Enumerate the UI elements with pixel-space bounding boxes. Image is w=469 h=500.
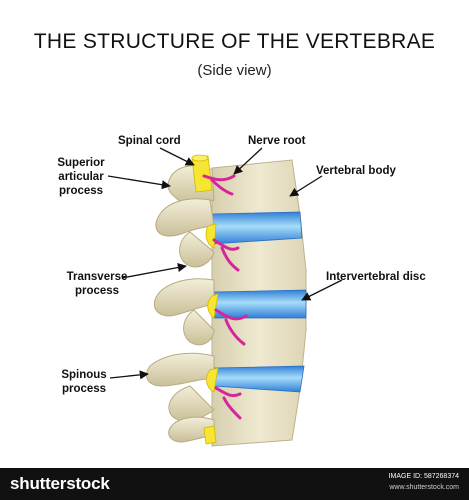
arrow-nerve-root [233, 147, 263, 175]
site-url: www.shutterstock.com [389, 484, 459, 491]
image-id: IMAGE ID: 587268374 [388, 473, 459, 480]
arrow-spinal-cord [159, 147, 195, 166]
spinal-cord-segment-4 [206, 367, 219, 393]
label-transverse-process: Transverse process [66, 271, 128, 297]
spinal-cord-segment-1 [191, 155, 213, 193]
spinal-cord-segment-3 [207, 293, 219, 319]
spinous-process-4 [168, 416, 215, 443]
arrow-superior-articular [107, 175, 171, 190]
footer-bar: shutterstock IMAGE ID: 587268374 www.shu… [0, 468, 469, 500]
nerve-root-1 [202, 174, 236, 196]
shutterstock-logo: shutterstock [10, 474, 110, 493]
spinous-process-2 [154, 278, 215, 317]
transverse-process-2 [183, 309, 215, 346]
label-intervertebral-disc: Intervertebral disc [326, 271, 426, 283]
arrow-transverse [121, 263, 187, 279]
spinous-process-1 [155, 198, 215, 237]
intervertebral-disc-1 [211, 211, 303, 245]
diagram-title: THE STRUCTURE OF THE VERTEBRAE [33, 30, 436, 53]
label-nerve-root: Nerve root [248, 135, 306, 147]
spinal-cord-top [191, 154, 209, 162]
nerve-root-3 [214, 308, 248, 346]
spinous-process-3 [146, 352, 215, 387]
label-spinal-cord: Spinal cord [118, 135, 181, 147]
spinal-cord-segment-5 [203, 425, 217, 445]
spinal-cord-segment-2 [205, 223, 217, 249]
nerve-root-2 [212, 238, 240, 272]
label-spinous-process: Spinous process [61, 369, 107, 395]
nerve-root-4 [214, 386, 242, 420]
arrow-spinous [109, 370, 149, 380]
arrow-vertebral-body [289, 175, 323, 197]
label-superior-articular-process: Superior articular process [57, 157, 105, 197]
arrow-intervertebral-disc [301, 279, 343, 301]
diagram-subtitle: (Side view) [197, 62, 272, 79]
intervertebral-disc-2 [213, 289, 307, 319]
label-vertebral-body: Vertebral body [316, 165, 396, 177]
transverse-process-3 [168, 385, 215, 422]
